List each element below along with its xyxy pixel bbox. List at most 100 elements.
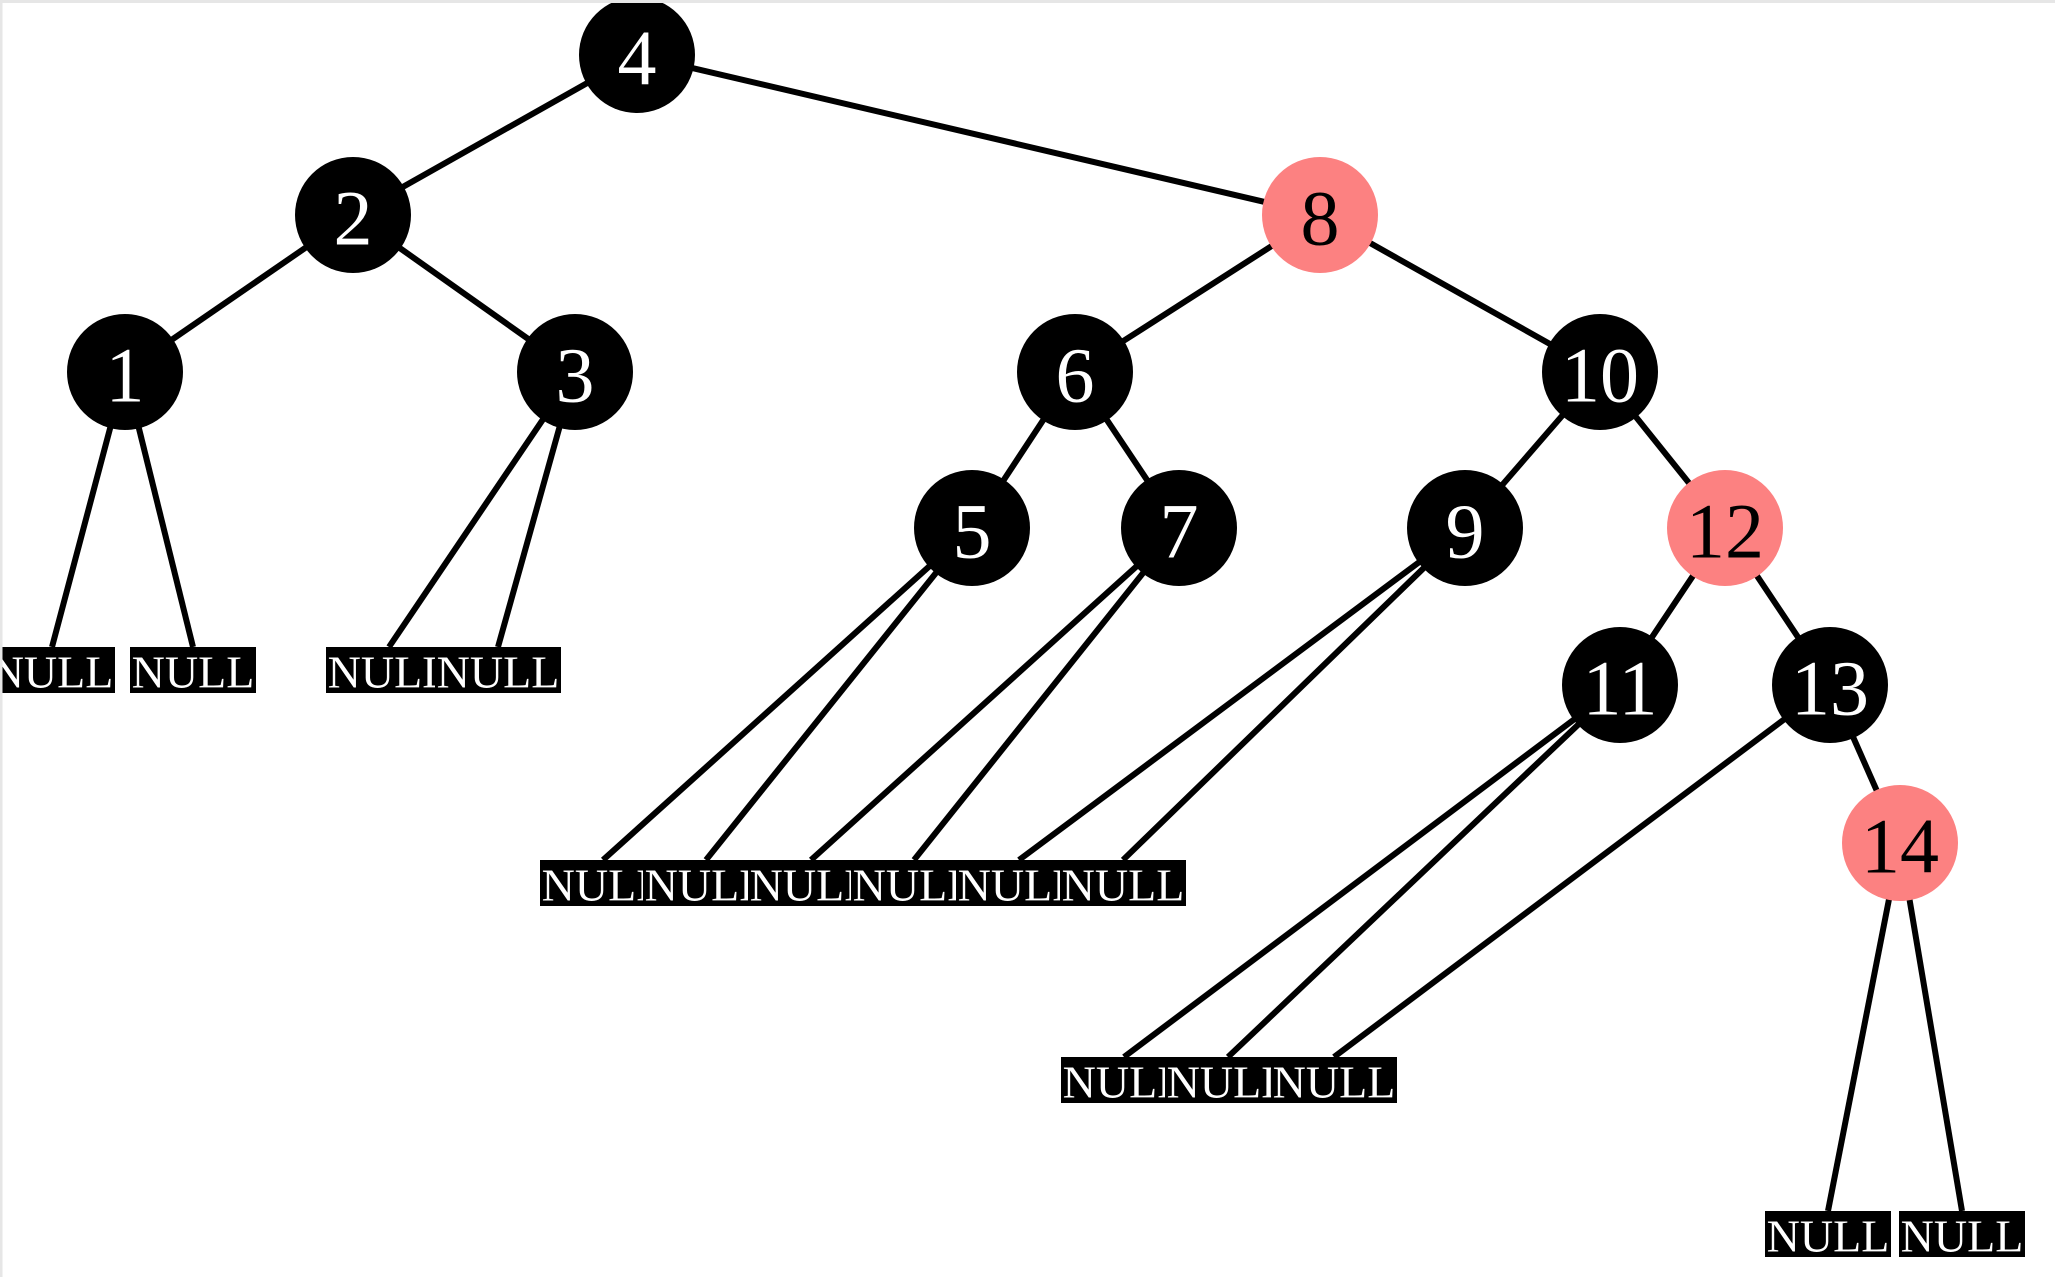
null-leaf: NULL [326, 647, 452, 698]
black-node-circle[interactable] [1772, 627, 1888, 743]
node-value-label: 8 [1301, 175, 1340, 262]
tree-node-2[interactable]: 2 [295, 157, 411, 273]
red-node-circle[interactable] [1667, 470, 1783, 586]
tree-edge-n2-to-n3 [393, 242, 535, 345]
tree-edge-n13-to-n14 [1848, 731, 1882, 797]
tree-edge-n6-to-n7 [1101, 413, 1153, 487]
tree-edge-n11-to-null11 [1122, 712, 1582, 1060]
null-box-label: NULL [1167, 1057, 1290, 1108]
tree-edge-n10-to-n9 [1496, 409, 1569, 491]
tree-node-9[interactable]: 9 [1407, 470, 1523, 586]
edge-layer [49, 63, 1965, 1212]
null-leaf: NULL [435, 647, 561, 698]
null-leaf: NULL [1765, 1211, 1891, 1262]
tree-edge-n2-to-n1 [166, 242, 312, 345]
null-box-rect [435, 647, 561, 693]
node-value-label: 11 [1582, 645, 1657, 732]
node-value-label: 6 [1056, 332, 1095, 419]
tree-edge-n14-to-null14 [1825, 891, 1894, 1212]
node-value-label: 5 [953, 488, 992, 575]
node-value-label: 7 [1160, 488, 1199, 575]
black-node-circle[interactable] [1121, 470, 1237, 586]
red-node-circle[interactable] [1262, 157, 1378, 273]
node-value-label: 3 [556, 332, 595, 419]
null-box-label: NULL [0, 647, 113, 698]
null-box-label: NULL [958, 860, 1081, 911]
null-box-rect [1271, 1057, 1397, 1103]
tree-node-8[interactable]: 8 [1262, 157, 1378, 273]
tree-node-14[interactable]: 14 [1842, 785, 1958, 901]
tree-edge-n12-to-n11 [1646, 569, 1699, 644]
node-value-label: 2 [334, 175, 373, 262]
black-node-circle[interactable] [1017, 314, 1133, 430]
tree-edge-n8-to-n6 [1117, 240, 1278, 347]
tree-node-4[interactable]: 4 [579, 0, 695, 113]
tree-node-13[interactable]: 13 [1772, 627, 1888, 743]
tree-node-6[interactable]: 6 [1017, 314, 1133, 430]
null-leaf: NULL [1271, 1057, 1397, 1108]
null-leaf: NULL [0, 647, 115, 698]
tree-edge-n9-to-null10 [1120, 560, 1432, 863]
black-node-circle[interactable] [295, 157, 411, 273]
tree-edge-n7-to-null7 [808, 559, 1144, 863]
null-box-label: NULL [1063, 1057, 1186, 1108]
tree-edge-n3-to-null3 [386, 411, 550, 649]
black-node-circle[interactable] [1542, 314, 1658, 430]
node-value-label: 1 [106, 332, 145, 419]
tree-edge-n10-to-n12 [1630, 410, 1695, 490]
black-node-circle[interactable] [1562, 627, 1678, 743]
null-leaf: NULL [1165, 1057, 1291, 1108]
tree-node-3[interactable]: 3 [517, 314, 633, 430]
null-box-rect [130, 647, 256, 693]
tree-edge-n7-to-null8 [911, 565, 1151, 862]
node-value-label: 4 [618, 15, 657, 102]
black-node-circle[interactable] [67, 314, 183, 430]
tree-node-1[interactable]: 1 [67, 314, 183, 430]
tree-edge-n11-to-null12 [1225, 717, 1586, 1060]
node-value-label: 13 [1791, 645, 1869, 732]
null-box-label: NULL [645, 860, 768, 911]
null-box-label: NULL [328, 647, 451, 698]
null-box-rect [1165, 1057, 1291, 1103]
red-node-circle[interactable] [1842, 785, 1958, 901]
null-box-rect [326, 647, 452, 693]
null-leaf: NULL [1060, 860, 1186, 911]
null-box-label: NULL [1062, 860, 1185, 911]
black-node-circle[interactable] [579, 0, 695, 113]
null-box-label: NULL [1273, 1057, 1396, 1108]
black-node-circle[interactable] [517, 314, 633, 430]
null-box-label: NULL [1901, 1211, 2024, 1262]
tree-edge-n1-to-null2 [134, 419, 196, 648]
tree-edge-n9-to-null9 [1017, 555, 1427, 863]
tree-node-11[interactable]: 11 [1562, 627, 1678, 743]
tree-edge-n4-to-n2 [396, 77, 594, 193]
null-leaf: NULL [1899, 1211, 2025, 1262]
tree-node-5[interactable]: 5 [914, 470, 1030, 586]
null-box-rect [1899, 1211, 2025, 1257]
tree-edge-n1-to-null1 [49, 419, 116, 648]
tree-node-7[interactable]: 7 [1121, 470, 1237, 586]
tree-edge-n5-to-null6 [703, 565, 944, 862]
null-box-label: NULL [853, 860, 976, 911]
node-value-label: 9 [1446, 488, 1485, 575]
node-value-label: 10 [1561, 332, 1639, 419]
black-node-circle[interactable] [1407, 470, 1523, 586]
null-box-label: NULL [437, 647, 560, 698]
null-box-label: NULL [132, 647, 255, 698]
null-box-rect [1765, 1211, 1891, 1257]
tree-edge-n8-to-n10 [1363, 237, 1557, 350]
tree-edge-n14-to-null15 [1905, 891, 1965, 1212]
tree-edge-n6-to-n5 [998, 413, 1049, 487]
tree-edge-n3-to-null4 [495, 419, 565, 648]
null-leaf: NULL [851, 860, 977, 911]
tree-node-12[interactable]: 12 [1667, 470, 1783, 586]
node-value-label: 12 [1686, 488, 1764, 575]
tree-edge-n12-to-n13 [1751, 569, 1804, 644]
null-box-label: NULL [1767, 1211, 1890, 1262]
tree-node-10[interactable]: 10 [1542, 314, 1658, 430]
null-box-rect [1060, 860, 1186, 906]
black-node-circle[interactable] [914, 470, 1030, 586]
